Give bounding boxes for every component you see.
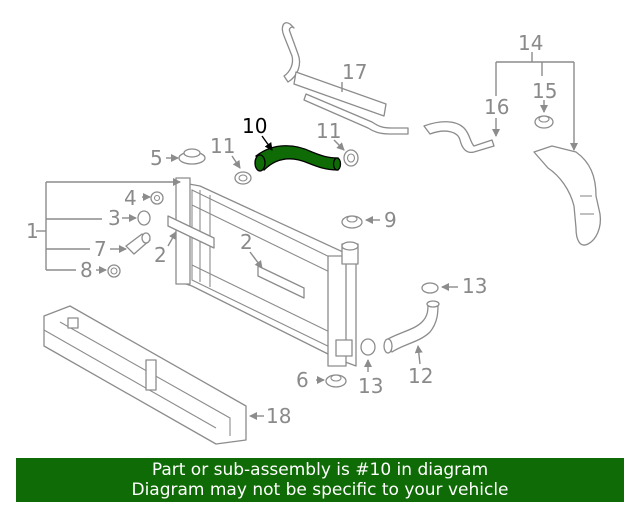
reservoir-hose-part-16[interactable] xyxy=(423,121,495,154)
callout-7: 7 xyxy=(94,237,107,261)
shroud-panel-part-17[interactable] xyxy=(293,71,387,117)
leader-lines xyxy=(36,52,578,420)
seal-strip-center[interactable] xyxy=(257,265,305,299)
clamp-right-part-11[interactable] xyxy=(343,149,359,167)
overflow-hose-part-17[interactable] xyxy=(281,22,301,83)
callout-13-upper: 13 xyxy=(462,274,487,298)
o-ring-part-8[interactable] xyxy=(107,264,121,278)
reservoir-cap-part-15[interactable] xyxy=(534,115,554,129)
callout-11-left: 11 xyxy=(210,134,235,158)
callout-16: 16 xyxy=(484,95,509,119)
drain-cock-part-7[interactable] xyxy=(125,232,151,255)
callout-17: 17 xyxy=(342,60,367,84)
callout-2-left: 2 xyxy=(154,243,167,267)
mount-part-9[interactable] xyxy=(341,215,363,229)
callout-6: 6 xyxy=(296,368,309,392)
callout-18: 18 xyxy=(266,404,291,428)
seal-strip-left[interactable] xyxy=(167,215,215,249)
callout-5: 5 xyxy=(150,146,163,170)
cap-part-5[interactable] xyxy=(178,148,206,165)
lower-support-part-18[interactable] xyxy=(43,305,247,445)
callout-13-lower: 13 xyxy=(358,374,383,398)
lower-radiator-hose-part-12[interactable] xyxy=(383,300,440,354)
callout-2-center: 2 xyxy=(240,230,253,254)
clamp-lower-part-13[interactable] xyxy=(360,338,376,356)
callout-10: 10 xyxy=(242,114,267,138)
callout-3: 3 xyxy=(108,206,121,230)
reservoir-tank-part-14[interactable] xyxy=(533,145,602,246)
callout-1: 1 xyxy=(26,219,39,243)
callout-4: 4 xyxy=(124,186,137,210)
callout-labels: 1 2 2 3 4 5 6 7 8 9 10 11 11 12 13 13 14… xyxy=(26,31,557,428)
banner-line-2: Diagram may not be specific to your vehi… xyxy=(131,480,509,500)
callout-12: 12 xyxy=(408,364,433,388)
callout-8: 8 xyxy=(80,258,93,282)
callout-15: 15 xyxy=(532,79,557,103)
banner-line-1: Part or sub-assembly is #10 in diagram xyxy=(151,460,489,480)
callout-9: 9 xyxy=(384,208,397,232)
upper-radiator-hose-part-10[interactable] xyxy=(254,145,342,172)
clamp-left-part-11[interactable] xyxy=(234,171,252,185)
mount-part-6[interactable] xyxy=(325,374,347,388)
callout-14: 14 xyxy=(518,31,543,55)
clamp-upper-part-13[interactable] xyxy=(421,282,439,294)
grommet-part-4[interactable] xyxy=(150,191,164,205)
callout-11-right: 11 xyxy=(316,119,341,143)
notice-banner: Part or sub-assembly is #10 in diagram D… xyxy=(16,458,624,502)
plug-part-3[interactable] xyxy=(137,210,151,226)
overflow-pipe-part-17[interactable] xyxy=(303,93,409,135)
